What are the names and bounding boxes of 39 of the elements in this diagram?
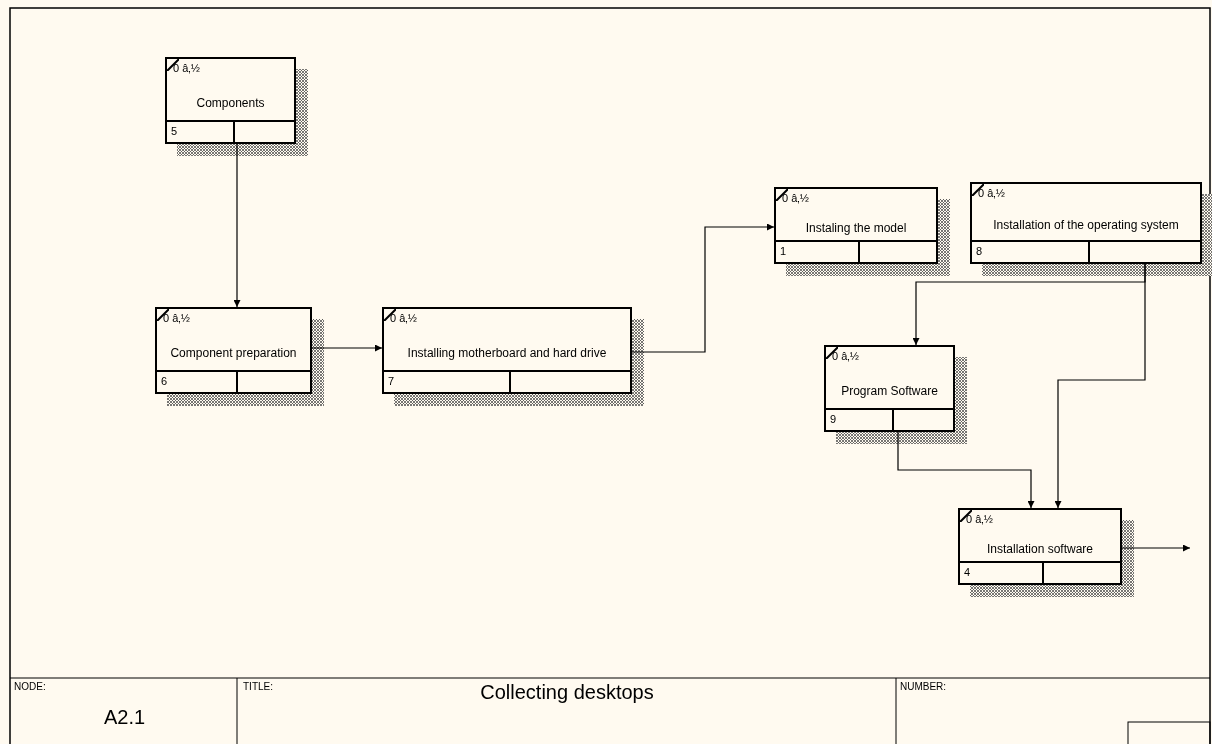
- process-name: Component preparation: [169, 345, 298, 360]
- field-caption: TITLE:: [243, 681, 273, 692]
- cost-label: 0 â‚½: [173, 62, 200, 74]
- cost-label: 0 â‚½: [390, 312, 417, 324]
- process-name: Components: [195, 95, 266, 110]
- process-box: [774, 187, 938, 264]
- arrow: [311, 344, 383, 352]
- cost-label: 0 â‚½: [966, 513, 993, 525]
- arrow: [233, 143, 241, 308]
- arrow: [1121, 544, 1191, 552]
- process-box: [382, 307, 632, 394]
- field-caption: NUMBER:: [900, 681, 947, 692]
- arrow: [631, 223, 775, 353]
- process-name: Installation of the operating system: [992, 218, 1180, 232]
- process-box: [958, 508, 1122, 585]
- node-number: 5: [171, 125, 178, 137]
- node-number: 9: [830, 413, 837, 425]
- process-name: Program Software: [840, 383, 939, 398]
- process-box: [970, 182, 1202, 264]
- process-box: [165, 57, 296, 144]
- process-name: Installation software: [985, 541, 1095, 556]
- node-id: A2.1: [104, 706, 146, 729]
- cost-label: 0 â‚½: [978, 187, 1005, 199]
- process-name: Instaling the model: [804, 220, 908, 235]
- node-number: 7: [388, 375, 395, 387]
- process-box: [155, 307, 312, 394]
- process-box: [824, 345, 955, 432]
- cost-label: 0 â‚½: [782, 192, 809, 204]
- arrow: [897, 431, 1035, 509]
- node-number: 6: [161, 375, 168, 387]
- node-number: 8: [976, 245, 983, 257]
- cost-label: 0 â‚½: [832, 350, 859, 362]
- node-number: 4: [964, 566, 971, 578]
- node-number: 1: [780, 245, 787, 257]
- process-name: Installing motherboard and hard drive: [406, 345, 608, 360]
- cost-label: 0 â‚½: [163, 312, 190, 324]
- diagram-title: Collecting desktops: [480, 681, 654, 704]
- arrow: [1054, 263, 1146, 509]
- field-caption: NODE:: [14, 681, 46, 692]
